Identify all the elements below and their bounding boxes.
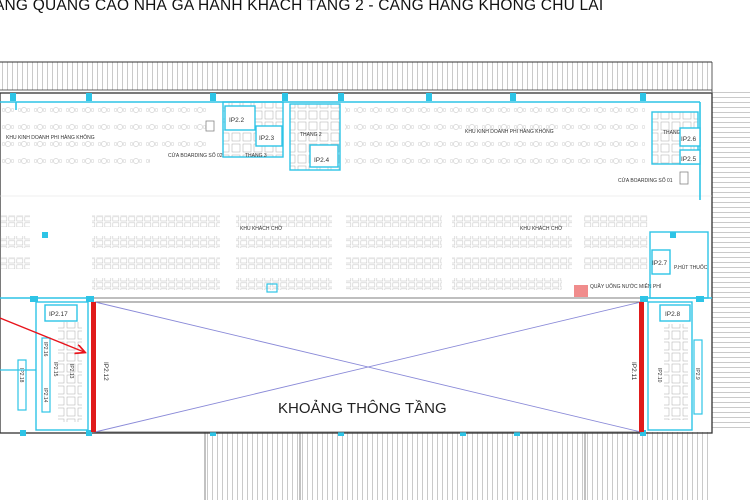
gate-1-icon [679,171,689,185]
water-counter-label: QUẦY UỐNG NƯỚC MIỄN PHÍ [590,283,662,290]
ip-2-17-box [44,304,78,322]
ip-2-8-label: IP2.8 [665,311,681,318]
gate-2-icon [205,120,215,132]
business-label-right: KHU KINH DOANH PHI HÀNG KHÔNG [465,128,554,135]
atrium-label: KHOẢNG THÔNG TẦNG [278,400,447,417]
ip-2-9-strip [693,339,703,415]
atrium-label-bg [262,394,472,418]
ip-2-7-label: IP2.7 [652,260,668,267]
gate-1-label: CỬA BOARDING SỐ 01 [618,177,673,184]
ip-2-8-box [659,304,691,322]
ip-2-5-box [679,149,701,165]
ip-2-6-box [679,127,701,147]
ip-2-9-label: IP2.9 [694,368,700,380]
ip-2-2-label: IP2.2 [229,117,245,124]
waiting-label-left: KHU KHÁCH CHỜ [240,225,283,232]
ip-2-5-label: IP2.5 [681,156,697,163]
roof-band-bottom-left [205,432,300,500]
business-area-center [345,104,645,174]
ip-2-2-box [224,105,256,131]
business-area-left [0,104,150,174]
ip-2-6-label: IP2.6 [681,136,697,143]
left-restroom-stalls [58,322,82,422]
ip-2-4-label: IP2.4 [314,157,330,164]
ip-2-4-box [309,144,339,168]
ip-2-13-label: IP2.13 [68,364,74,379]
ip-2-18-label: IP2.18 [18,368,24,383]
waiting-seats [0,215,648,290]
ip-2-3-label: IP2.3 [259,135,275,142]
stair-2-label: THANG 2 [300,132,322,138]
ip-2-12-label: IP2.12 [102,362,109,381]
roof-band-right [712,92,750,432]
ip-2-10-label: IP2.10 [656,368,662,383]
ip-2-3-box [255,125,283,147]
columns-top [10,93,704,436]
ip-2-14-label: IP2.14 [42,388,48,403]
business-label-left: KHU KINH DOANH PHI HÀNG KHÔNG [6,134,95,141]
smoking-label: P.HÚT THUỐC [674,264,708,271]
center-marker [266,283,278,293]
right-restroom-stalls [664,324,688,420]
ip-2-12-red-panel [91,302,96,432]
left-restroom-block [35,301,89,431]
ip-2-11-label: IP2.11 [630,362,637,381]
roof-band-bottom-mid [300,432,585,500]
ip-2-7-box [651,249,671,275]
roof-band-bottom-right [585,432,710,500]
ip-2-18-strip [17,359,27,411]
stair-3-label: THANG 3 [245,153,267,159]
plan-title: ẢNG QUẢNG CÁO NHÀ GA HÀNH KHÁCH TẦNG 2 -… [0,0,604,14]
ip-2-11-red-panel [639,302,644,432]
ip-2-16-strip [41,337,51,413]
roof-band-top [0,62,712,90]
right-restroom-block [647,301,693,431]
business-area-center-left [150,104,210,148]
gate-2-label: CỬA BOARDING SỐ 02 [168,152,223,159]
atrium-x-line-2 [94,301,642,433]
red-arrow-icon [0,317,84,352]
stair-1-label: THANG 1 [663,130,685,136]
waiting-label-right: KHU KHÁCH CHỜ [520,225,563,232]
building-outline [0,92,713,434]
smoking-room [649,231,709,299]
ip-2-16-label: IP2.16 [42,342,48,357]
ip-2-15-label: IP2.15 [52,362,58,377]
water-counter-marker [574,285,588,297]
ip-2-17-label: IP2.17 [49,311,68,318]
